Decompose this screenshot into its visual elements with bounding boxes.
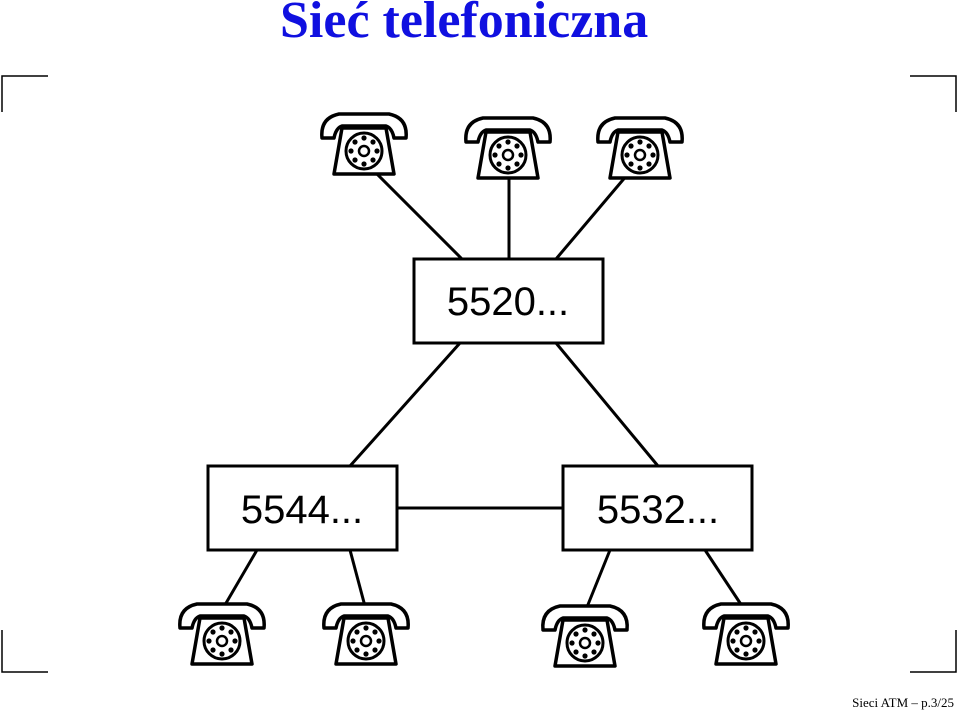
link-left-phone1: [220, 549, 259, 611]
link-phone-top3: [554, 167, 635, 260]
rotary-phone-icon: [178, 602, 266, 666]
link-phone-top1: [361, 158, 464, 261]
link-top-right: [554, 342, 660, 467]
exchange-label: 5532...: [597, 488, 719, 532]
link-top-left: [348, 342, 462, 467]
exchange-right: 5532...: [561, 464, 754, 552]
exchange-label: 5520...: [447, 280, 569, 324]
rotary-phone-icon: [596, 116, 684, 180]
link-right-phone1: [583, 549, 612, 613]
exchange-label: 5544...: [241, 488, 363, 532]
exchange-left: 5544...: [206, 464, 399, 552]
corner-marks: [1, 75, 957, 673]
rotary-phone-icon: [464, 116, 552, 180]
link-left-phone2: [348, 549, 368, 611]
exchange-top: 5520...: [412, 257, 605, 345]
page-title: Sieć telefoniczna: [280, 0, 649, 49]
rotary-phone-icon: [322, 602, 410, 666]
page-footer: Sieci ATM – p.3/25: [852, 695, 954, 710]
rotary-phone-icon: [320, 112, 408, 176]
rotary-phone-icon: [541, 604, 629, 668]
rotary-phone-icon: [702, 602, 790, 666]
link-right-phone2: [703, 549, 748, 613]
connections: [220, 158, 748, 613]
